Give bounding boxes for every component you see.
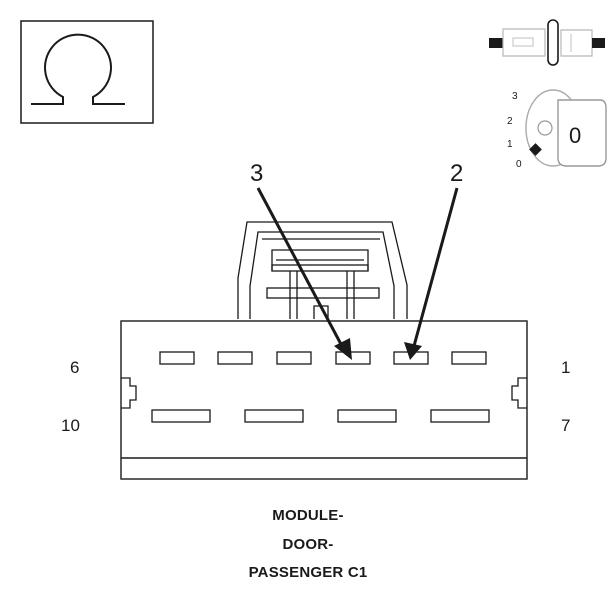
- callout-label: 3: [250, 160, 263, 187]
- ignition-key-icon: 3 2 1 0 0: [507, 89, 607, 170]
- terminal-cavity: [276, 351, 312, 365]
- ignition-position-label: 1: [507, 139, 513, 150]
- ignition-position-label: 3: [512, 91, 518, 102]
- pin-label-bottom-right: 7: [561, 416, 570, 435]
- terminal-cavity: [217, 351, 253, 365]
- connector-latch: [237, 221, 408, 319]
- connector-caption-line-1: MODULE-: [272, 507, 344, 524]
- terminal-cavity: [335, 351, 371, 365]
- pin-label-bottom-left: 10: [61, 416, 80, 435]
- ignition-position-label: 2: [507, 116, 513, 127]
- key-position-label: 0: [569, 123, 581, 148]
- pin-label-top-left: 6: [70, 358, 79, 377]
- callout-arrow-pin-2: [404, 187, 459, 360]
- terminal-cavity: [451, 351, 487, 365]
- pin-label-top-right: 1: [561, 358, 570, 377]
- callout-arrow-pin-3: [256, 187, 352, 360]
- ignition-position-label: 0: [516, 159, 522, 170]
- connector-caption-line-2: DOOR-: [282, 536, 334, 553]
- terminal-cavity: [337, 409, 397, 423]
- connector-body: [120, 320, 528, 480]
- connector-icon: [489, 19, 605, 66]
- ohm-symbol-icon: [20, 20, 154, 124]
- terminal-row-top: [159, 351, 487, 365]
- connector-caption-line-3: PASSENGER C1: [248, 564, 368, 581]
- terminal-cavity: [151, 409, 211, 423]
- callout-label: 2: [450, 160, 463, 187]
- terminal-cavity: [159, 351, 195, 365]
- terminal-cavity: [430, 409, 490, 423]
- terminal-row-bottom: [151, 409, 490, 423]
- terminal-cavity: [244, 409, 304, 423]
